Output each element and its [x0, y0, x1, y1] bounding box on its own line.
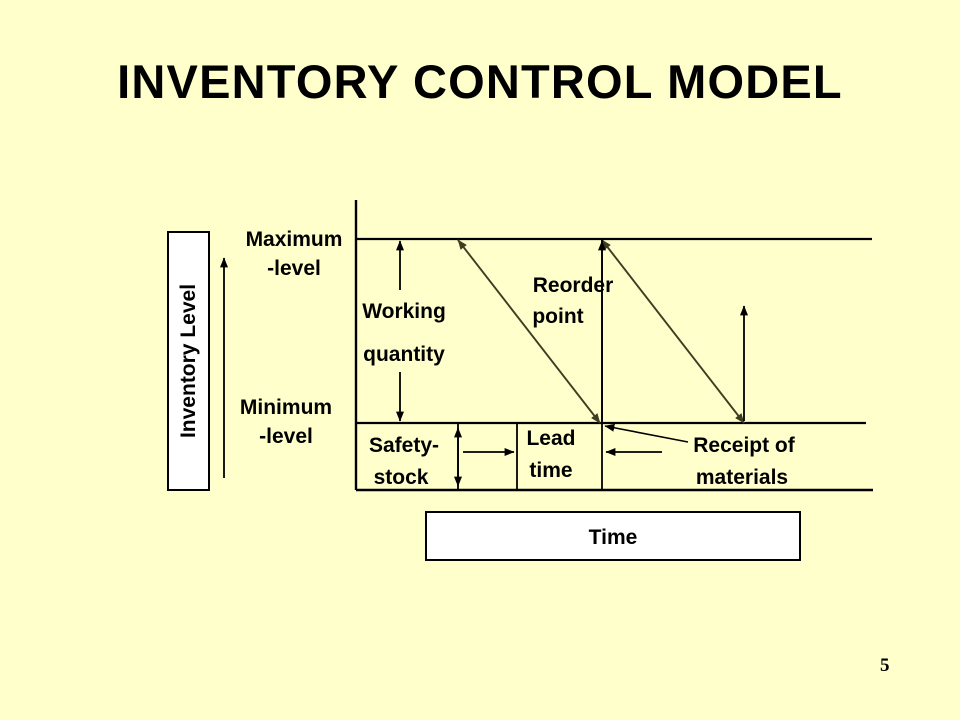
x-axis-label: Time [589, 526, 638, 549]
receipt-callout-leader [604, 423, 689, 443]
minimum-level-label-line2: -level [259, 425, 313, 448]
page-title: INVENTORY CONTROL MODEL [117, 55, 843, 108]
reorder-point-label-line2: point [532, 305, 583, 328]
maximum-level-label-line1: Maximum [246, 228, 343, 251]
page-number: 5 [880, 655, 890, 676]
lead-time-label-line2: time [529, 459, 572, 482]
depletion-line-2 [601, 239, 745, 424]
time-axis-box [425, 511, 801, 561]
lead-time-label-line1: Lead [526, 427, 575, 450]
inventory-level-box [167, 231, 210, 491]
working-quantity-label-line2: quantity [363, 343, 445, 366]
depletion-line-1 [457, 239, 601, 424]
safety-stock-label-line1: Safety- [369, 434, 439, 457]
working-quantity-label-line1: Working [362, 300, 446, 323]
receipt-of-materials-label-line2: materials [696, 466, 788, 489]
safety-stock-label-line2: stock [374, 466, 429, 489]
receipt-of-materials-label-line1: Receipt of [693, 434, 796, 457]
reorder-point-label-line1: Reorder [533, 274, 614, 297]
minimum-level-label-line1: Minimum [240, 396, 332, 419]
maximum-level-label-line2: -level [267, 257, 321, 280]
y-axis-label: Inventory Level [177, 284, 200, 438]
